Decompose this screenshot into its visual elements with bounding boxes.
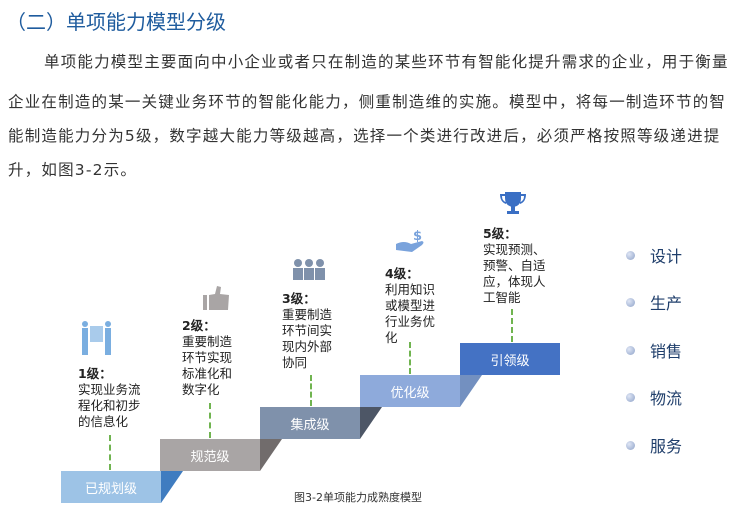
level-5-text: 5级：实现预测、预警、自适应，体现人工智能 <box>483 226 546 305</box>
paragraph-line: 能制造能力分为5级，数字越大能力等级越高，选择一个类进行改进后，必须严格按照等级… <box>8 127 721 145</box>
connector-line <box>109 435 111 470</box>
legend-item: 物流 <box>626 385 682 409</box>
hand-dollar-icon: $ <box>396 229 424 252</box>
legend-item: 设计 <box>626 243 682 267</box>
step-shadow <box>460 375 482 407</box>
step-level-4: 优化级 <box>360 375 460 407</box>
level-3-text: 3级：重要制造环节间实现内外部协同 <box>282 291 333 370</box>
bullet-icon <box>626 297 635 307</box>
step-level-1: 已规划级 <box>61 471 161 503</box>
level-2-text: 2级：重要制造环节实现标准化和数字化 <box>182 318 233 397</box>
step-level-5: 引领级 <box>460 343 560 375</box>
legend-item: 生产 <box>626 290 682 314</box>
connector-line <box>409 342 411 374</box>
connector-line <box>511 309 513 342</box>
step-shadow <box>161 471 183 503</box>
paragraph-line: 单项能力模型主要面向中小企业或者只在制造的某些环节有智能化提升需求的企业，用于衡… <box>44 53 729 71</box>
people-carrying-box-icon <box>82 321 111 355</box>
team-icon <box>293 259 325 280</box>
level-1-text: 1级：实现业务流程化和初步的信息化 <box>78 366 141 429</box>
step-level-3: 集成级 <box>260 407 360 439</box>
paragraph-line: 升，如图3-2示。 <box>8 161 138 179</box>
connector-line <box>310 375 312 406</box>
level-4-text: 4级：利用知识或模型进行业务优化 <box>385 266 436 345</box>
legend-item: 销售 <box>626 338 682 362</box>
figure-caption: 图3-2单项能力成熟度模型 <box>294 491 422 504</box>
paragraph-line: 企业在制造的某一关键业务环节的智能化能力，侧重制造维的实施。模型中，将每一制造环… <box>8 93 727 111</box>
bullet-icon <box>626 250 635 260</box>
step-level-2: 规范级 <box>160 439 260 471</box>
thumbs-up-icon <box>203 286 229 310</box>
bullet-icon <box>626 345 635 355</box>
legend-item: 服务 <box>626 433 682 457</box>
svg-text:$: $ <box>413 229 422 244</box>
step-shadow <box>360 407 382 439</box>
section-heading: （二）单项能力模型分级 <box>6 10 226 34</box>
bullet-icon <box>626 392 635 402</box>
trophy-icon <box>500 192 526 214</box>
step-shadow <box>260 439 282 471</box>
bullet-icon <box>626 440 635 450</box>
connector-line <box>209 403 211 438</box>
